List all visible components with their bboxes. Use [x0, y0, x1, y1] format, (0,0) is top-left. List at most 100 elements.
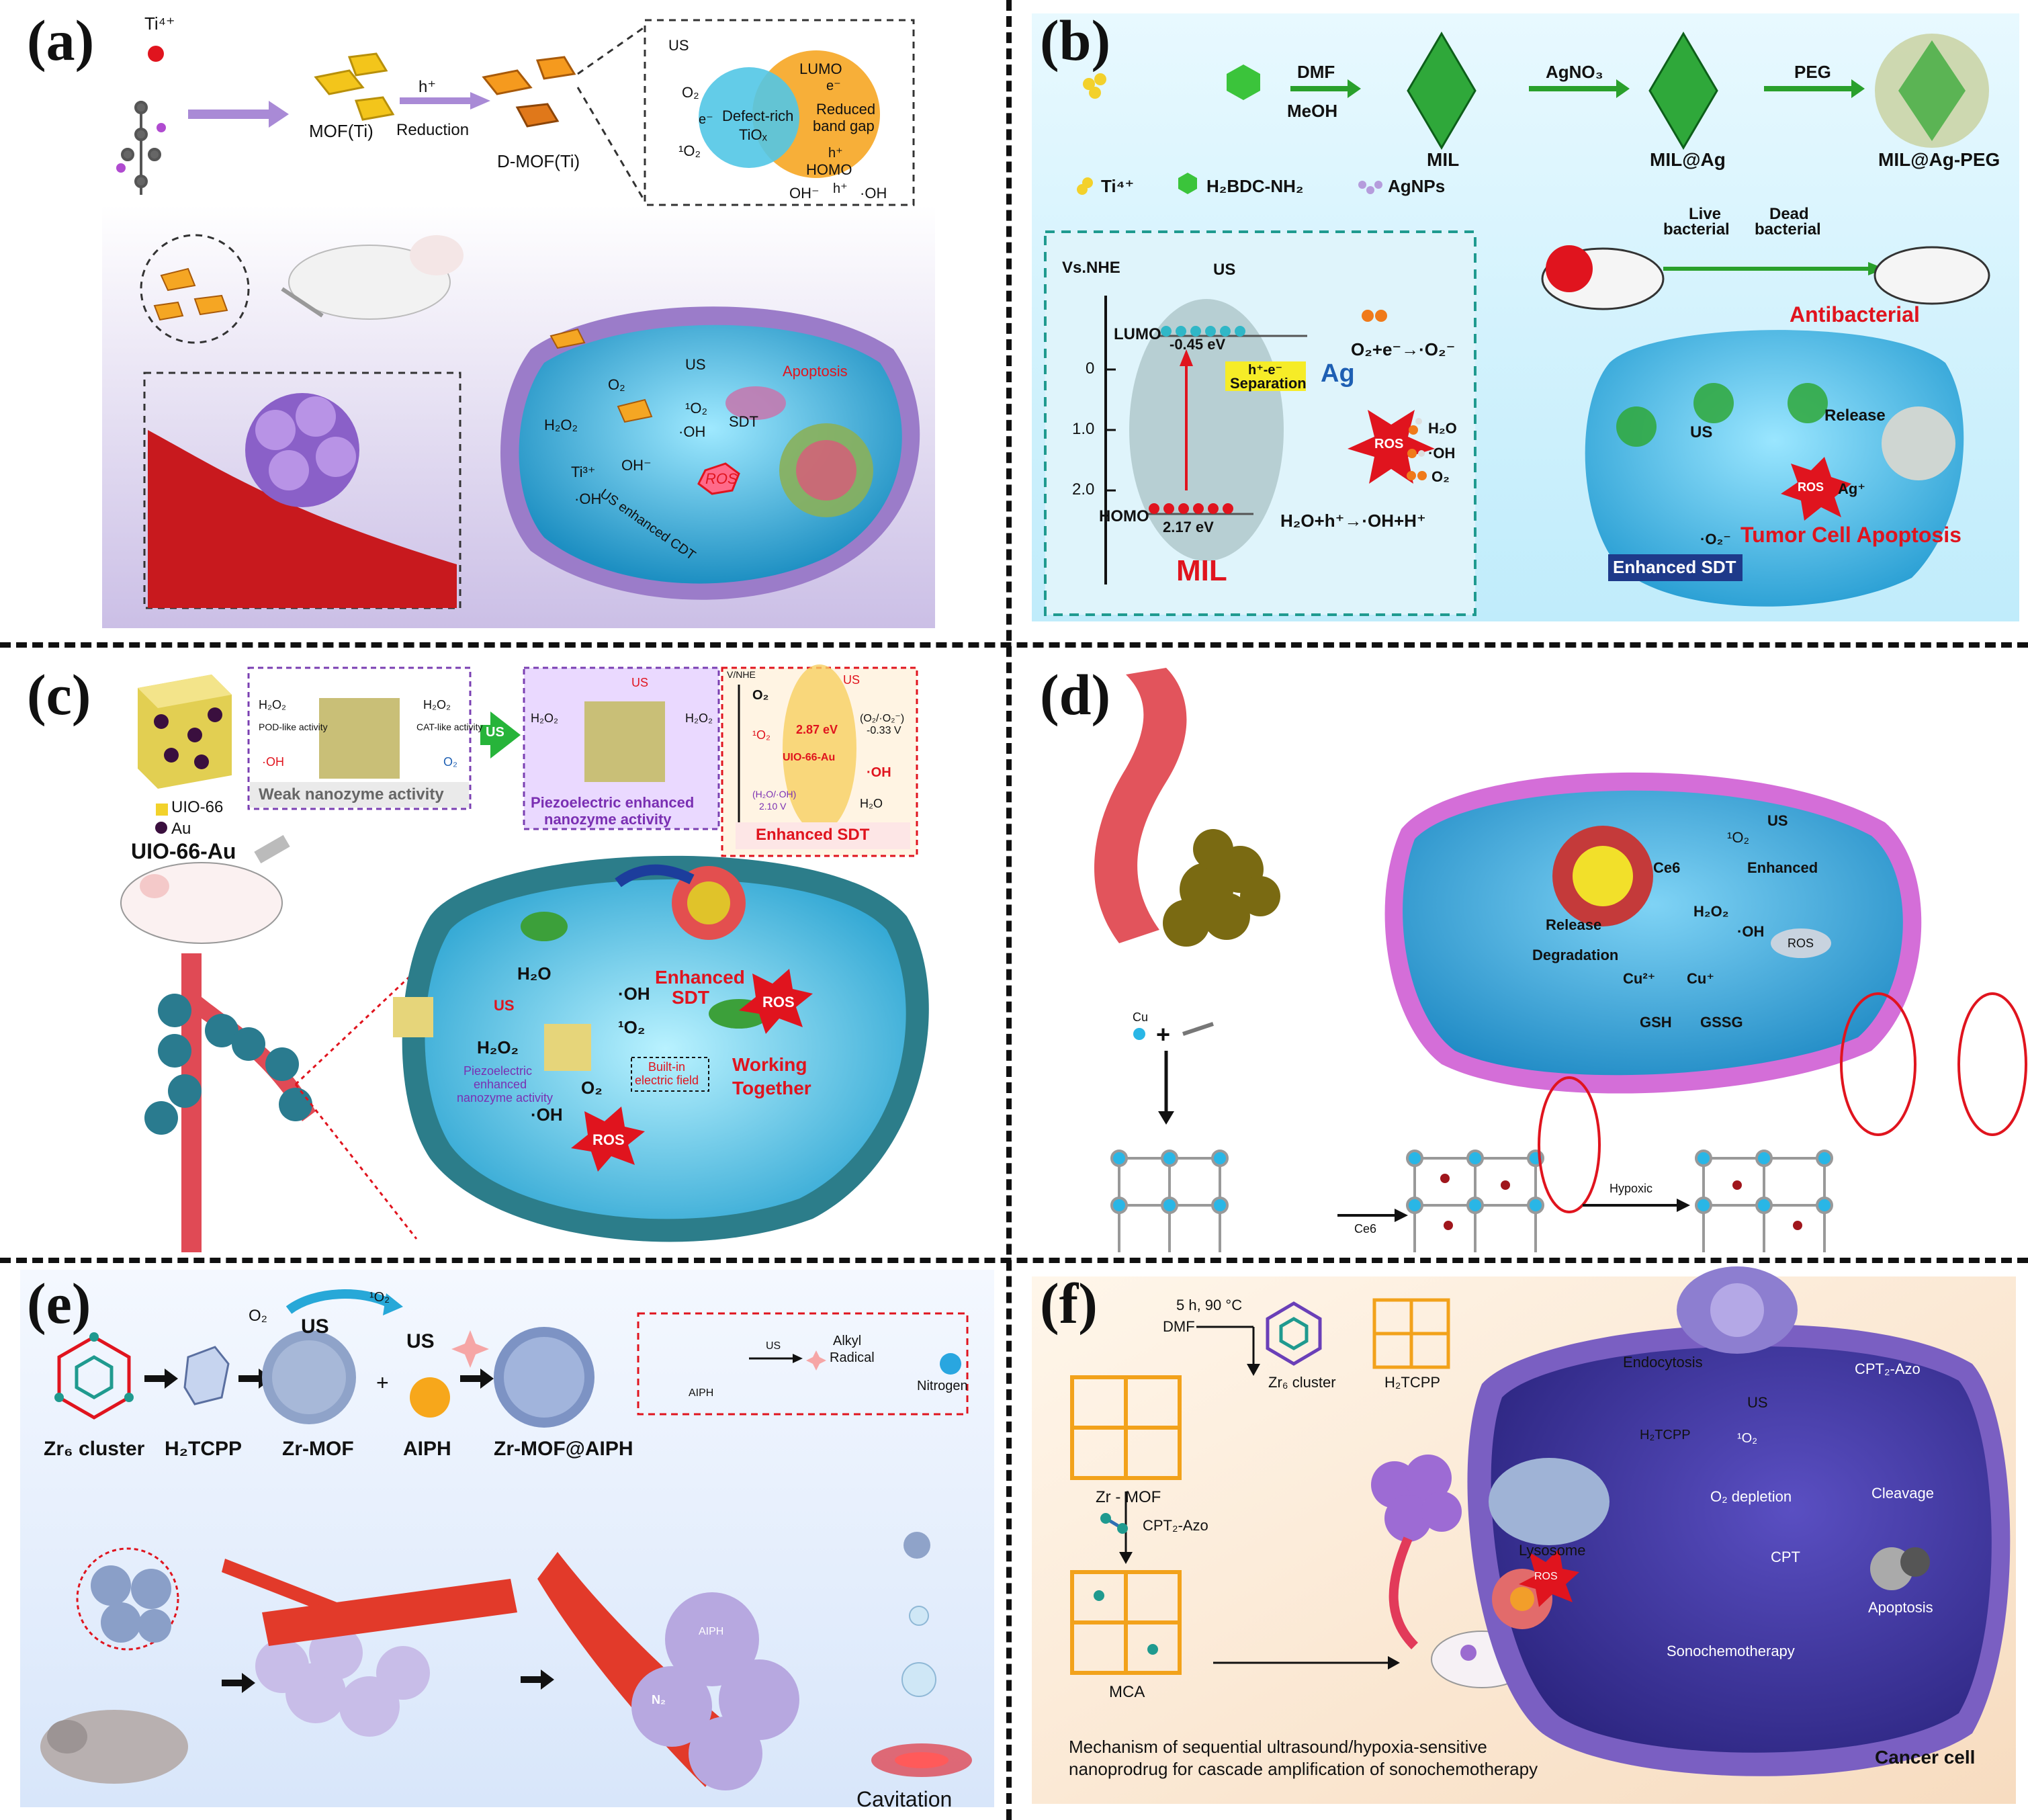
panel-c: (c) UIO-66 Au UIO-66-Au H₂O₂ POD-like ac… — [0, 648, 1001, 1252]
e-zrmof: Zr-MOF — [282, 1438, 354, 1460]
a-ohrad: ·OH — [678, 423, 706, 440]
d-ce6: Ce6 — [1653, 859, 1681, 876]
panel-e-graphics — [20, 1270, 994, 1807]
panel-f-label: (f) — [1040, 1271, 1098, 1336]
c-cell-us: US — [494, 997, 515, 1014]
a-cell-1o2: ¹O₂ — [685, 400, 707, 417]
d-cu1: Cu⁺ — [1687, 970, 1714, 987]
b-dead: Dead — [1769, 205, 1809, 223]
e-o2: O₂ — [249, 1307, 267, 1325]
b-lumo-v: -0.45 eV — [1170, 336, 1226, 353]
b-sep2: Separation — [1230, 375, 1307, 392]
c-cell-o2: ¹O₂ — [618, 1017, 646, 1037]
reduction-label: Reduction — [396, 121, 470, 139]
c-cell-ohb: ·OH — [531, 1104, 563, 1125]
f-dmf: DMF — [1163, 1318, 1195, 1335]
panel-e: (e) O₂ US ¹O₂ US + Zr₆ cluster H₂TCPP Zr… — [0, 1263, 1001, 1820]
f-lyso: Lysosome — [1519, 1542, 1586, 1559]
e-cavitation: Cavitation — [856, 1787, 953, 1811]
a-reduced: Reduced — [816, 101, 876, 118]
f-h2tcpp: H₂TCPP — [1384, 1374, 1441, 1391]
panel-d: (d) ¹O₂ US Ce6 Enhanced Release H₂O₂ ·OH… — [1012, 648, 2028, 1252]
e-plus: + — [376, 1371, 389, 1395]
a-lumo: LUMO — [799, 60, 842, 77]
b-enhanced: Enhanced SDT — [1613, 557, 1736, 577]
c-us2: US — [631, 676, 649, 689]
c-cell-ros2: ROS — [592, 1131, 625, 1148]
panel-f-graphics — [1032, 1266, 2016, 1804]
f-mech1: Mechanism of sequential ultrasound/hypox… — [1069, 1737, 1487, 1757]
d-ros: ROS — [1788, 937, 1814, 950]
panel-e-label: (e) — [27, 1271, 91, 1336]
c-h2o: H₂O — [860, 797, 883, 810]
f-cancer: Cancer cell — [1875, 1747, 1976, 1768]
b-milagpeg: MIL@Ag-PEG — [1878, 149, 2000, 170]
c-cell-h2o2: H₂O₂ — [477, 1037, 519, 1057]
a-ros: ROS — [705, 470, 738, 487]
b-homo-v: 2.17 eV — [1163, 519, 1214, 535]
panel-b-label: (b) — [1040, 8, 1111, 73]
b-tick2: 2.0 — [1072, 480, 1095, 499]
e-n2: N₂ — [652, 1693, 666, 1706]
a-o2: O₂ — [682, 84, 699, 101]
a-o2e: e⁻ — [699, 112, 713, 127]
c-h2o2a: H₂O₂ — [259, 698, 286, 711]
panel-a: (a) Ti⁴⁺ MOF(Ti) h⁺ Reduction D-MOF(Ti) … — [0, 0, 1001, 638]
c-gap: 2.87 eV — [796, 723, 838, 736]
b-leg-ti: Ti⁴⁺ — [1101, 176, 1135, 196]
a-h2b: h⁺ — [833, 181, 848, 196]
f-o2: ¹O₂ — [1737, 1431, 1757, 1446]
b-tick0: 0 — [1086, 359, 1095, 378]
b-milag: MIL@Ag — [1650, 149, 1726, 170]
c-vnhe: V/NHE — [727, 669, 756, 680]
f-cpt2: CPT — [1771, 1549, 1800, 1565]
f-ros: ROS — [1534, 1571, 1558, 1582]
c-cell-piezo3: nanozyme activity — [457, 1091, 554, 1104]
a-cell-o2: O₂ — [608, 376, 625, 393]
b-cell-us: US — [1690, 423, 1713, 441]
a-h: h⁺ — [828, 146, 843, 161]
f-sono: Sonochemotherapy — [1667, 1643, 1795, 1659]
panel-c-graphics — [120, 664, 929, 1252]
vertical-divider — [1006, 0, 1012, 1820]
c-cell-o2b: O₂ — [581, 1078, 603, 1098]
ti4-label: Ti⁴⁺ — [144, 13, 175, 34]
e-h2tcpp: H₂TCPP — [165, 1438, 243, 1460]
b-bact2: bacterial — [1755, 220, 1821, 239]
f-zrmof: Zr - MOF — [1096, 1488, 1161, 1506]
b-apop: Tumor Cell Apoptosis — [1740, 523, 1961, 547]
e-zrmofaiph: Zr-MOF@AIPH — [494, 1438, 633, 1460]
b-dmf: DMF — [1297, 62, 1335, 82]
c-cell-h2o: H₂O — [517, 963, 552, 984]
b-agp: Ag⁺ — [1838, 480, 1865, 497]
b-homo: HOMO — [1099, 507, 1149, 525]
panel-b: (b) DMF MeOH MIL AgNO₃ MIL@Ag PEG MIL@Ag… — [1012, 0, 2028, 638]
c-weak: Weak nanozyme activity — [259, 785, 444, 804]
e-alkyl2: Radical — [830, 1350, 875, 1365]
dmof-label: D-MOF(Ti) — [497, 151, 580, 171]
d-cu2: Cu²⁺ — [1623, 970, 1656, 987]
horizontal-divider-2 — [0, 1258, 2028, 1263]
b-release: Release — [1824, 406, 1886, 425]
d-hypoxic: Hypoxic — [1610, 1182, 1653, 1195]
b-mil: MIL — [1427, 149, 1460, 170]
f-cond: 5 h, 90 °C — [1176, 1297, 1243, 1313]
e-alkyl1: Alkyl — [833, 1334, 862, 1348]
c-builtin1: Built-in — [648, 1060, 686, 1074]
panel-c-label: (c) — [27, 662, 91, 727]
c-h2o2b: H₂O₂ — [423, 698, 451, 711]
c-uioau: UIO-66-Au — [783, 752, 836, 763]
d-us: US — [1767, 812, 1788, 829]
b-lumo: LUMO — [1114, 325, 1161, 343]
c-cell-piezo1: Piezoelectric — [464, 1064, 533, 1078]
f-apop: Apoptosis — [1868, 1599, 1933, 1616]
c-cat: CAT-like activity — [416, 722, 483, 732]
d-h2o2: H₂O₂ — [1693, 903, 1729, 920]
b-ros: ROS — [1374, 437, 1404, 451]
a-ti3: Ti³⁺ — [571, 464, 596, 480]
a-ohrad2: ·OH — [574, 490, 602, 507]
c-o2b: O₂ — [752, 688, 769, 703]
d-plus: + — [1156, 1021, 1171, 1048]
b-ros2: ROS — [1798, 480, 1824, 494]
panel-b-graphics — [1032, 13, 2019, 621]
